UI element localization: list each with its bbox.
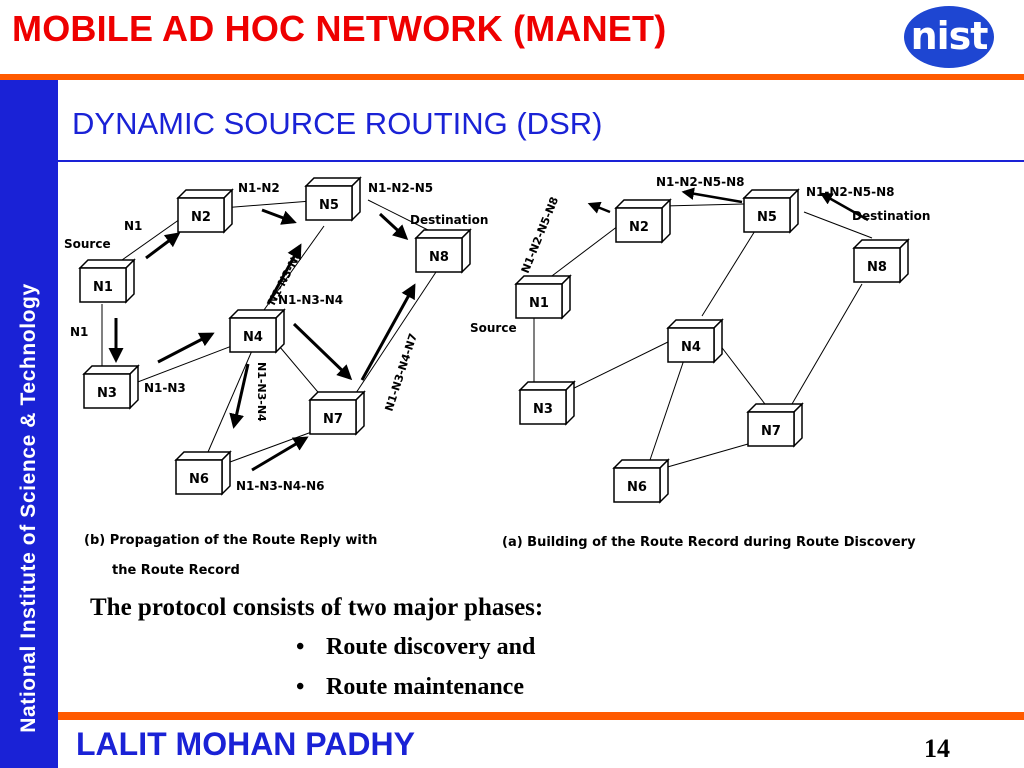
right-nodes: N1 N2 N3 N4 N5 N6 N7 N8	[515, 189, 909, 503]
left-node-n5: N5	[305, 177, 361, 221]
record-n4-n6: N1-N3-N4	[255, 362, 268, 422]
left-caption-line2: the Route Record	[112, 563, 240, 578]
bullet-route-maintenance: • Route maintenance	[296, 674, 524, 701]
svg-text:N2: N2	[191, 210, 211, 225]
left-node-n8: N8	[415, 229, 471, 273]
institute-name: National Institute of Science & Technolo…	[17, 283, 40, 733]
left-node-n1: N1	[79, 259, 135, 303]
record-n2-n1: N1-N2-N5-N8	[519, 195, 561, 275]
left-node-n3: N3	[83, 365, 139, 409]
right-node-n8: N8	[853, 239, 909, 283]
bullet-route-discovery: • Route discovery and	[296, 634, 535, 661]
svg-text:N3: N3	[533, 402, 553, 417]
right-caption: (a) Building of the Route Record during …	[502, 535, 916, 550]
svg-text:N8: N8	[429, 250, 449, 265]
right-source-label: Source	[470, 321, 517, 335]
svg-text:N6: N6	[189, 472, 209, 487]
record-n1-n2: N1	[124, 219, 142, 233]
route-discovery-diagram: N1 N2 N3 N4 N5 N6 N7 N8 Source Destinati…	[470, 175, 930, 550]
bullet-text: Route discovery and	[326, 634, 536, 660]
bottom-divider-bar	[58, 712, 1024, 720]
right-arrows	[587, 187, 869, 222]
right-node-n2: N2	[615, 199, 671, 243]
left-node-n7: N7	[309, 391, 365, 435]
phases-intro: The protocol consists of two major phase…	[90, 594, 544, 621]
svg-text:N7: N7	[761, 424, 781, 439]
right-node-n6: N6	[613, 459, 669, 503]
nist-logo: nist	[904, 6, 994, 68]
bullet-dot: •	[296, 634, 305, 660]
svg-text:N1: N1	[529, 296, 549, 311]
svg-text:N1: N1	[93, 280, 113, 295]
route-reply-diagram: N1 N2 N3 N4 N5 N6 N7 N8 Source Destinati…	[64, 177, 488, 578]
svg-text:N4: N4	[243, 330, 263, 345]
bullet-dot: •	[296, 674, 305, 700]
slide-subtitle: DYNAMIC SOURCE ROUTING (DSR)	[72, 106, 603, 141]
slide-title: MOBILE AD HOC NETWORK (MANET)	[12, 8, 667, 49]
svg-text:N5: N5	[319, 198, 339, 213]
right-node-n4: N4	[667, 319, 723, 363]
left-nodes: N1 N2 N3 N4 N5 N6 N7 N8	[79, 177, 471, 495]
svg-text:N7: N7	[323, 412, 343, 427]
right-node-n3: N3	[519, 381, 575, 425]
right-node-n5: N5	[743, 189, 799, 233]
left-node-n6: N6	[175, 451, 231, 495]
svg-text:N3: N3	[97, 386, 117, 401]
record-n6-n7: N1-N3-N4-N6	[236, 479, 325, 493]
record-n8-n5: N1-N2-N5-N8	[806, 185, 895, 199]
svg-text:N5: N5	[757, 210, 777, 225]
record-n2-n5: N1-N2	[238, 181, 280, 195]
record-n5-n8: N1-N2-N5	[368, 181, 433, 195]
left-caption-line1: (b) Propagation of the Route Reply with	[84, 533, 377, 548]
svg-text:N2: N2	[629, 220, 649, 235]
right-node-n7: N7	[747, 403, 803, 447]
right-node-n1: N1	[515, 275, 571, 319]
left-destination-label: Destination	[410, 213, 488, 227]
record-n1-n3: N1	[70, 325, 88, 339]
top-divider-bar	[0, 74, 1024, 80]
svg-text:N4: N4	[681, 340, 701, 355]
page-number: 14	[924, 734, 950, 763]
svg-text:N8: N8	[867, 260, 887, 275]
record-n3-n4: N1-N3	[144, 381, 186, 395]
record-n4-n7: N1-N3-N4	[278, 293, 343, 307]
left-source-label: Source	[64, 237, 111, 251]
left-node-n4: N4	[229, 309, 285, 353]
author-name: LALIT MOHAN PADHY	[76, 726, 415, 762]
bullet-text: Route maintenance	[326, 674, 524, 700]
left-arrows	[108, 208, 416, 472]
record-n5-n2: N1-N2-N5-N8	[656, 175, 745, 189]
right-destination-label: Destination	[852, 209, 930, 223]
svg-text:N6: N6	[627, 480, 647, 495]
subtitle-rule	[58, 160, 1024, 162]
left-node-n2: N2	[177, 189, 233, 233]
side-bar: National Institute of Science & Technolo…	[0, 80, 58, 768]
dsr-diagram: N1 N2 N3 N4 N5 N6 N7 N8 Source Destinati…	[64, 175, 930, 578]
